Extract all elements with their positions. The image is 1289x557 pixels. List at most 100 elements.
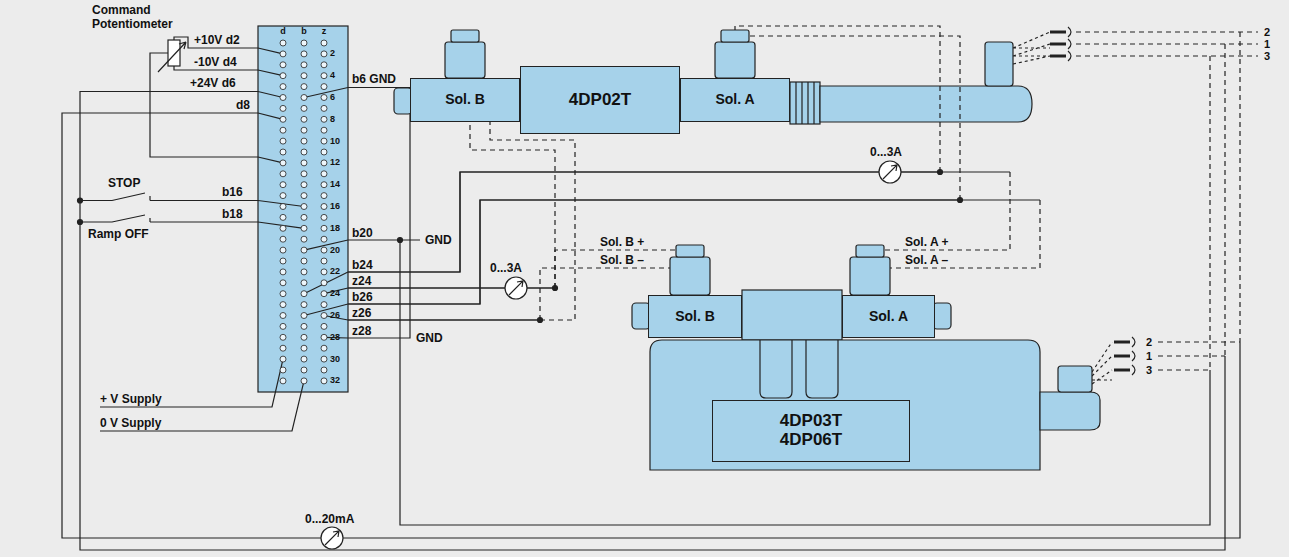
- pin-number: 32: [330, 375, 340, 386]
- pin-label: b6 GND: [352, 72, 396, 86]
- pin-hole: [321, 378, 327, 384]
- wire-solid: [348, 172, 1010, 272]
- pin-hole: [280, 40, 286, 46]
- pin-hole: [280, 204, 286, 210]
- wire-solid: [348, 319, 540, 320]
- pin-number: 16: [330, 201, 340, 212]
- terminal-number: 1: [1264, 37, 1270, 51]
- pin-hole: [301, 247, 307, 253]
- switch-label: STOP: [108, 176, 140, 190]
- pin-hole: [321, 247, 327, 253]
- sensor-plug: [985, 42, 1092, 392]
- pin-hole: [301, 269, 307, 275]
- valve-model-box: 4DP03T 4DP06T: [712, 400, 910, 462]
- pin-hole: [280, 51, 286, 57]
- solenoid-plug: [445, 30, 890, 295]
- wire-connector: [348, 122, 575, 320]
- pin-hole: [280, 225, 286, 231]
- wire-connector: [348, 122, 555, 288]
- junction-dot: [78, 170, 963, 323]
- pin-hole: [321, 302, 327, 308]
- supply-label: + V Supply: [100, 392, 162, 406]
- column-letter: z: [320, 26, 328, 37]
- pin-hole: [280, 214, 286, 220]
- wire-solid: [348, 200, 960, 304]
- pin-label: b20: [352, 226, 373, 240]
- ground-wire: [348, 88, 1210, 526]
- potentiometer-wire: [150, 37, 258, 157]
- pin-hole: [301, 138, 307, 144]
- pin-hole: [301, 291, 307, 297]
- pin-hole: [280, 334, 286, 340]
- supply-label: 0 V Supply: [100, 416, 161, 430]
- pin-hole: [301, 323, 307, 329]
- terminal-number: 1: [1146, 349, 1152, 363]
- pin-hole: [280, 116, 286, 122]
- pin-number: 14: [330, 179, 340, 190]
- wire-label: Sol. A –: [905, 253, 948, 267]
- pin-hole: [301, 204, 307, 210]
- terminal-number: 2: [1146, 335, 1152, 349]
- pin-hole: [321, 356, 327, 362]
- pin-hole: [280, 280, 286, 286]
- wire-label: Sol. B +: [600, 235, 644, 249]
- pin-hole: [321, 345, 327, 351]
- wire-solid: [348, 319, 540, 320]
- pin-hole: [321, 73, 327, 79]
- pin-hole: [280, 378, 286, 384]
- flange-ribs: [796, 82, 814, 124]
- solenoid-box: Sol. A: [842, 295, 935, 338]
- meter-range: 0...3A: [870, 145, 902, 159]
- pin-hole: [321, 269, 327, 275]
- pin-hole: [321, 193, 327, 199]
- pin-label: b16: [222, 185, 243, 199]
- solenoid-box: Sol. B: [410, 78, 520, 122]
- wire-connector: [348, 26, 940, 272]
- pin-hole: [280, 345, 286, 351]
- pin-hole: [280, 149, 286, 155]
- pin-hole: [321, 40, 327, 46]
- position-transducer: [1040, 392, 1100, 430]
- pin-hole: [280, 182, 286, 188]
- pin-hole: [301, 127, 307, 133]
- terminal-number: 3: [1264, 49, 1270, 63]
- sensor-cable: [1092, 342, 1112, 384]
- pin-hole: [321, 214, 327, 220]
- pin-hole: [301, 334, 307, 340]
- transducer-flange: [790, 82, 820, 124]
- pin-hole: [280, 193, 286, 199]
- pin-label: d8: [236, 98, 250, 112]
- pin-label: -10V d4: [194, 55, 237, 69]
- pin-hole: [321, 149, 327, 155]
- pin-hole: [321, 291, 327, 297]
- valve-body: 4DP02T: [520, 66, 680, 134]
- pin-hole: [301, 313, 307, 319]
- terminal-number: 3: [1146, 363, 1152, 377]
- pin-label: +10V d2: [194, 33, 240, 47]
- pin-hole: [321, 62, 327, 68]
- pin-hole: [280, 313, 286, 319]
- pilot-body: [742, 290, 842, 340]
- pin-hole: [280, 247, 286, 253]
- supply-wire: [80, 92, 1225, 551]
- pin-hole: [280, 62, 286, 68]
- pin-label: b26: [352, 290, 373, 304]
- pin-hole: [301, 182, 307, 188]
- wire-dashed: [870, 172, 1010, 295]
- pin-hole: [301, 40, 307, 46]
- pin-hole: [321, 160, 327, 166]
- pin-hole: [301, 236, 307, 242]
- pin-number: 6: [330, 92, 335, 103]
- pin-hole: [321, 204, 327, 210]
- pin-hole: [280, 160, 286, 166]
- column-letter: d: [279, 26, 287, 37]
- switch-label: Ramp OFF: [88, 227, 149, 241]
- pin-hole: [321, 367, 327, 373]
- ground-label: GND: [425, 233, 452, 247]
- pin-lead: [304, 88, 348, 339]
- pin-hole: [301, 95, 307, 101]
- terminal-symbol: [1050, 27, 1135, 375]
- wire-dashed: [490, 122, 575, 320]
- node-title: Sol. A: [715, 92, 754, 107]
- spool-housing: [760, 340, 838, 398]
